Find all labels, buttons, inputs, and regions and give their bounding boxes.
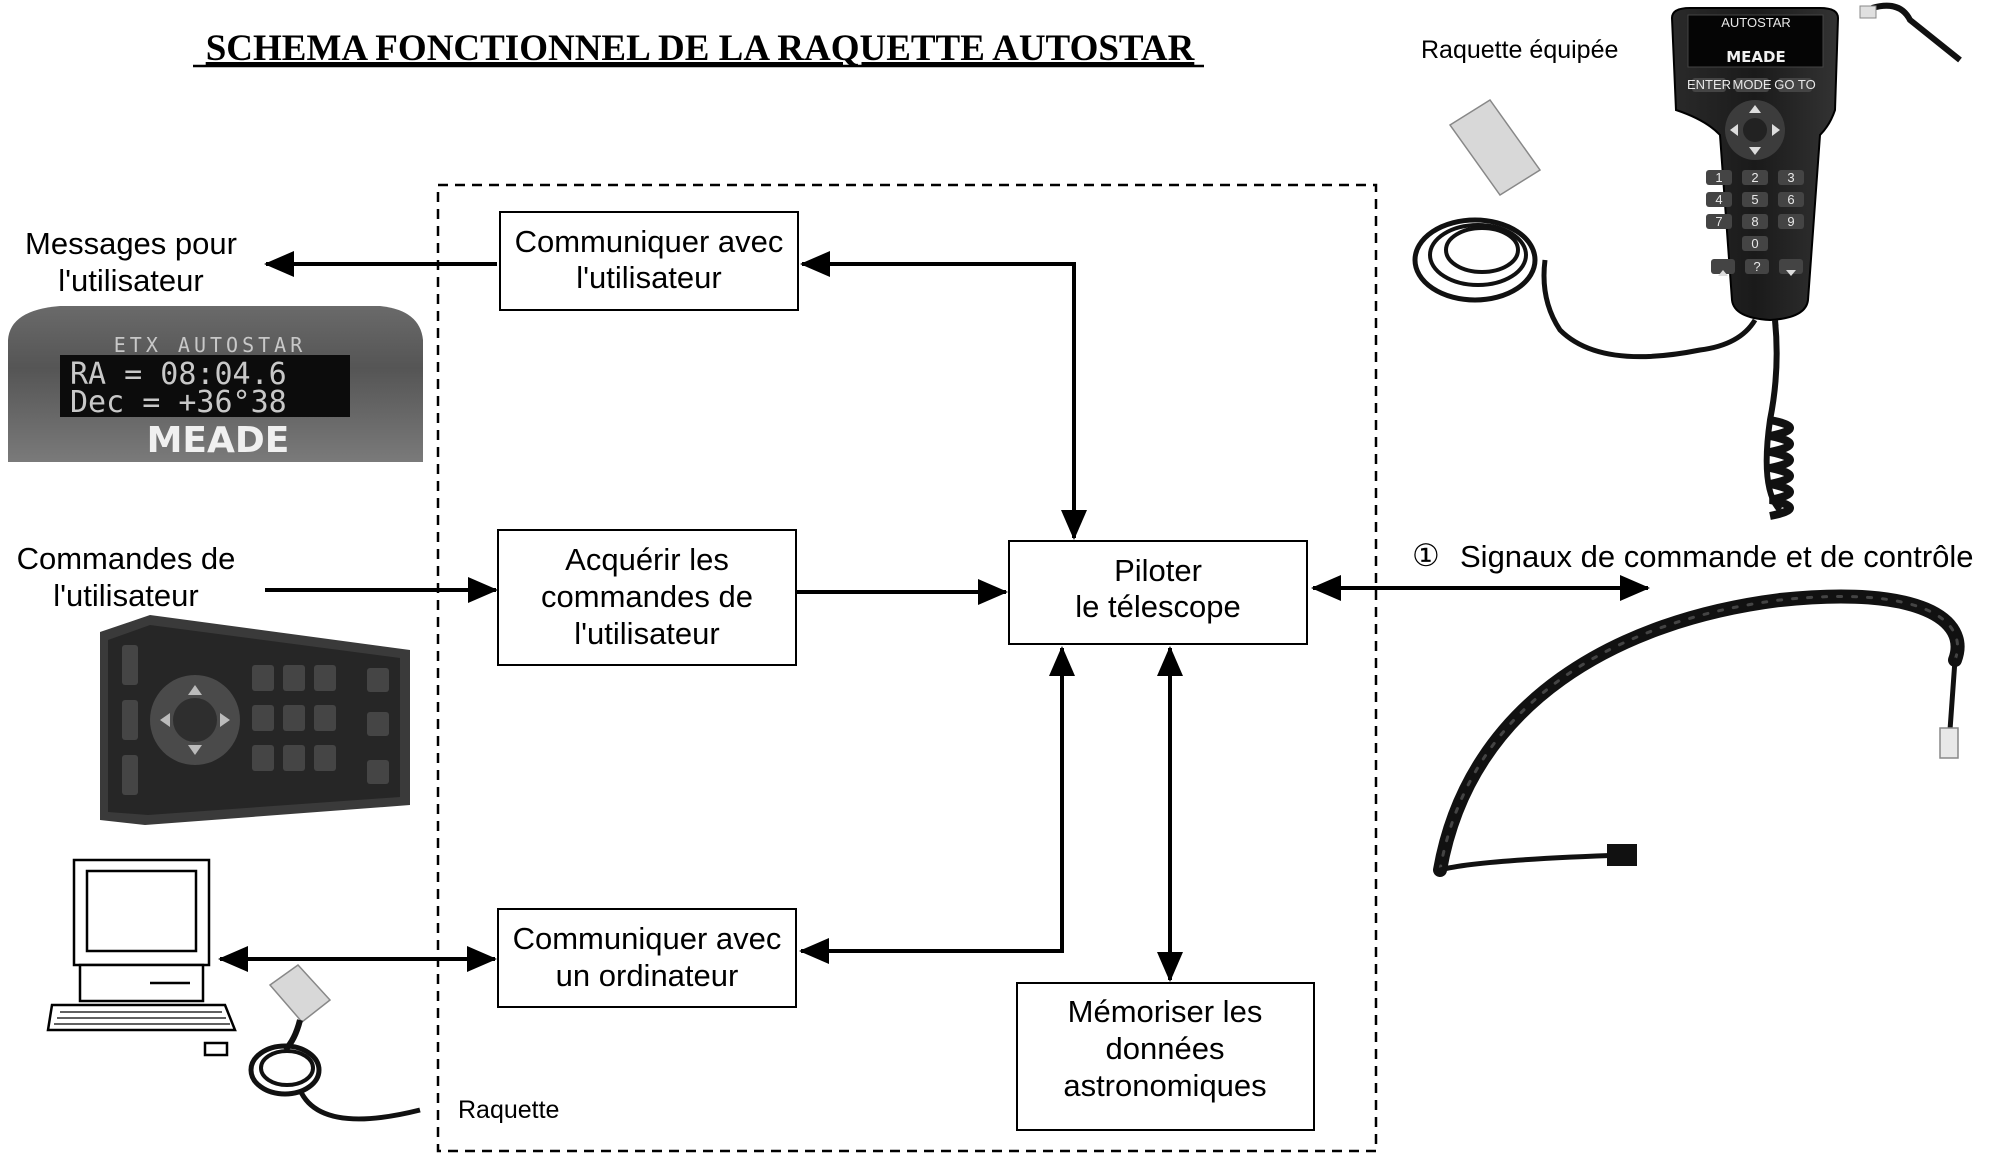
handbox-key-4: 4 [1715, 192, 1722, 207]
box-acquire-line2: commandes de [541, 579, 753, 614]
handbox-key-1: 1 [1715, 170, 1722, 185]
db9-connector-icon [248, 964, 421, 1122]
handbox-key-0: 0 [1751, 236, 1758, 251]
box-store-line1: Mémoriser les [1068, 994, 1263, 1029]
handbox-key-7: 7 [1715, 214, 1722, 229]
paddle-label: Raquette [458, 1096, 559, 1124]
commands-label-line1: Commandes de [17, 541, 236, 576]
box-communicate-user-line1: Communiquer avec [515, 224, 784, 259]
signal-marker: ① [1412, 538, 1440, 573]
box-pilot-line1: Piloter [1114, 553, 1202, 588]
box-acquire-line3: l'utilisateur [574, 616, 719, 651]
handbox-key-9: 9 [1787, 214, 1794, 229]
handbox-header: AUTOSTAR [1721, 15, 1791, 30]
handbox-mode: MODE [1733, 77, 1772, 92]
box-communicate-user-line2: l'utilisateur [576, 260, 721, 295]
box-communicate-computer: Communiquer avec un ordinateur [497, 908, 797, 1008]
box-store-line3: astronomiques [1063, 1068, 1266, 1103]
handbox-key-5: 5 [1751, 192, 1758, 207]
arrow-pilot-computer [799, 646, 1075, 964]
handbox-key-2: 2 [1751, 170, 1758, 185]
coiled-cable-icon [1433, 589, 1965, 877]
handbox-goto: GO TO [1774, 77, 1815, 92]
box-pilot-telescope: Piloter le télescope [1008, 540, 1308, 645]
box-computer-line1: Communiquer avec [513, 921, 782, 956]
handbox-key-3: 3 [1787, 170, 1794, 185]
lcd-row1: RA = 08:04.6 [70, 357, 287, 392]
lcd-display-photo: ETX AUTOSTAR RA = 08:04.6 Dec = +36°38 M… [8, 306, 423, 462]
box-acquire-line1: Acquérir les [565, 542, 729, 577]
box-store-line2: données [1106, 1031, 1225, 1066]
messages-label-line1: Messages pour [25, 226, 237, 261]
box-pilot-line2: le télescope [1075, 589, 1240, 624]
box-communicate-user: Communiquer avec l'utilisateur [499, 211, 799, 311]
equipped-paddle-label: Raquette équipée [1421, 36, 1618, 64]
arrow-pilot-user [800, 251, 1087, 540]
handbox-key-8: 8 [1751, 214, 1758, 229]
signal-label: Signaux de commande et de contrôle [1460, 539, 1974, 574]
messages-label-line2: l'utilisateur [58, 263, 203, 298]
commands-label-line2: l'utilisateur [53, 578, 198, 613]
computer-icon [46, 858, 237, 1057]
handbox-photo: AUTOSTAR MEADE ENTER MODE GO TO 1 2 3 4 … [1412, 2, 1962, 520]
paddle-boundary [436, 183, 1378, 1153]
box-computer-line2: un ordinateur [556, 958, 739, 993]
box-store-data: Mémoriser les données astronomiques [1016, 982, 1315, 1131]
lcd-row2: Dec = +36°38 [70, 385, 287, 420]
diagram-title: SCHEMA FONCTIONNEL DE LA RAQUETTE AUTOST… [206, 28, 1196, 69]
handbox-brand: MEADE [1726, 48, 1785, 66]
handbox-key-help: ? [1753, 259, 1760, 274]
lcd-header: ETX AUTOSTAR [114, 333, 307, 357]
keypad-photo [100, 615, 410, 825]
lcd-brand: MEADE [147, 420, 290, 461]
handbox-key-6: 6 [1787, 192, 1794, 207]
handbox-enter: ENTER [1687, 77, 1731, 92]
box-acquire-commands: Acquérir les commandes de l'utilisateur [497, 529, 797, 666]
